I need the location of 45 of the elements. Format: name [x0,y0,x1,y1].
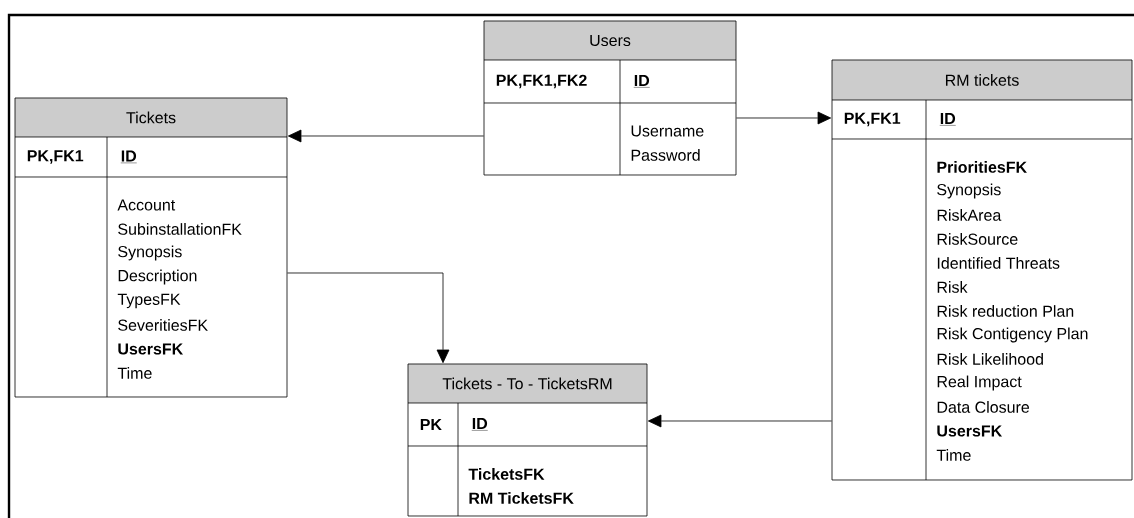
field-name: Synopsis [937,183,1001,199]
field-name: PrioritiesFK [937,161,1027,173]
entity-table [407,363,648,517]
key-label: PK [420,419,442,430]
key-field: ID [471,418,488,431]
field-name: Real Impact [937,375,1022,391]
arrow [647,414,832,428]
field-name: Risk Likelihood [937,353,1043,365]
field-name: Account [117,199,176,211]
field-name: TicketsFK [468,468,545,480]
field-name: Risk [937,281,968,293]
field-name: RM TicketsFK [469,492,574,504]
field-name: SubinstallationFK [118,223,242,235]
field-name: Risk Contigency Plan [937,327,1088,343]
entity-table [831,59,1133,481]
field-name: Identified Threats [937,257,1060,269]
field-name: TypesFK [117,293,181,309]
table-title: Tickets - To - TicketsRM [442,377,612,390]
key-field: ID [633,75,650,88]
arrow [736,111,832,125]
key-label: PK,FK1,FK2 [496,74,587,89]
entity-table [483,20,737,176]
key-label: PK,FK1 [844,112,901,127]
arrow [287,272,450,364]
field-name: Synopsis [118,245,182,261]
key-field: ID [939,113,956,126]
field-name: Time [117,367,152,379]
key-field: ID [120,150,137,164]
field-name: UsersFK [937,425,1003,437]
field-name: UsersFK [118,343,184,355]
table-title: Tickets [126,111,176,124]
entity-table [14,97,288,398]
field-name: Risk reduction Plan [937,305,1074,317]
field-name: RiskSource [937,233,1018,245]
field-name: RiskArea [937,209,1002,221]
table-title: Users [590,34,631,47]
arrow [287,129,484,143]
table-title: RM tickets [946,74,1019,86]
field-name: Username [631,125,704,137]
field-name: Time [936,449,971,461]
field-name: Description [118,269,197,285]
field-name: Data Closure [937,401,1030,413]
key-label: PK,FK1 [27,150,84,164]
field-name: SeveritiesFK [118,319,208,331]
field-name: Password [631,149,700,161]
